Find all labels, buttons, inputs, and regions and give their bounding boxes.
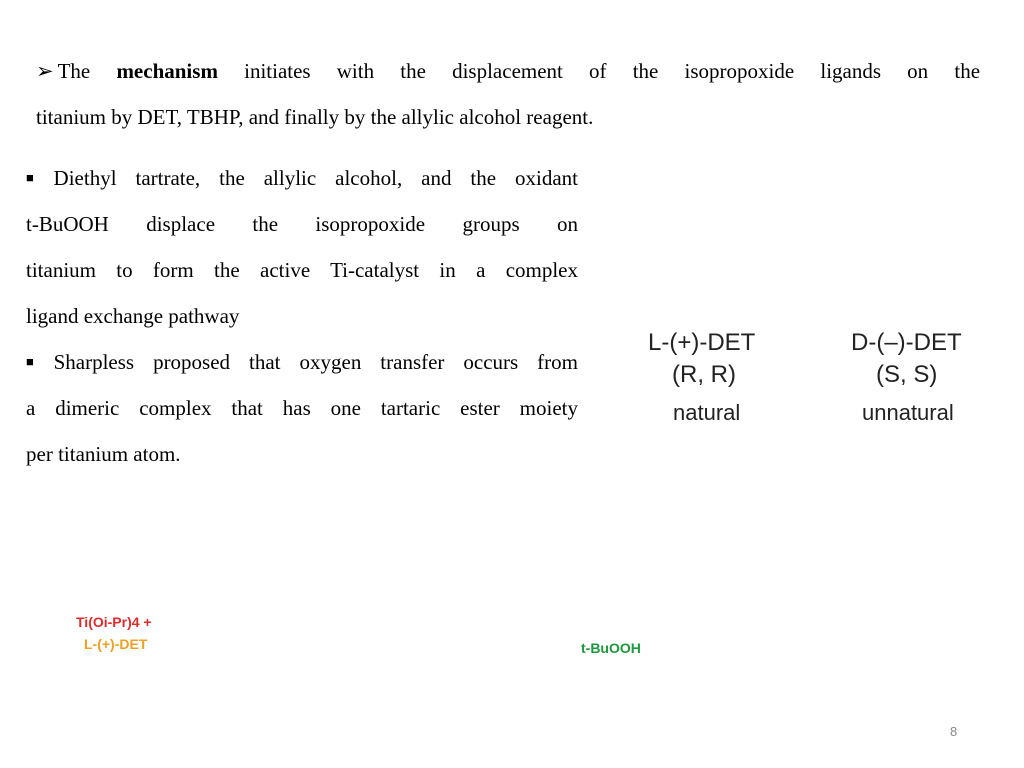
intro-line1-rest: initiates with the displacement of the i… [244,59,981,83]
point-1-line-1-text: Diethyl tartrate, the allylic alcohol, a… [53,166,578,190]
left-tartrate-label: natural [673,400,741,425]
point-1-line-4: ligand exchange pathway [26,304,240,328]
left-tartrate-config: (R, R) [672,361,736,388]
scheme-reagent-line-1: Ti(Oi-Pr)4 + [76,614,152,630]
scheme-reagent-line-2: L-(+)-DET [84,636,148,652]
point-1-line-2: t-BuOOH displace the isopropoxide groups… [26,212,578,236]
square-bullet-icon: ■ [26,354,48,369]
right-tartrate-name: D-(–)-DET [851,329,962,356]
point-2-line-1-text: Sharpless proposed that oxygen transfer … [53,350,579,374]
point-2-line-3: per titanium atom. [26,442,181,466]
intro-line-1: ➢The mechanism initiates with the displa… [36,48,980,94]
point-1-line-3: titanium to form the active Ti-catalyst … [26,258,578,282]
right-tartrate-label: unnatural [862,400,954,425]
point-1-line-1: ■ Diethyl tartrate, the allylic alcohol, … [26,155,578,201]
intro-keyword: mechanism [116,59,218,83]
intro-paragraph: ➢The mechanism initiates with the displa… [36,48,980,140]
intro-word-the: The [57,59,91,83]
point-2-line-1: ■ Sharpless proposed that oxygen transfer… [26,339,578,385]
scheme-arrow-label: t-BuOOH [581,640,641,656]
body-points: ■ Diethyl tartrate, the allylic alcohol, … [26,155,578,477]
intro-line-2: titanium by DET, TBHP, and finally by th… [36,105,594,129]
arrow-bullet-icon: ➢ [36,59,54,83]
left-tartrate-name: L-(+)-DET [648,329,756,356]
point-2-line-2: a dimeric complex that has one tartaric … [26,396,578,420]
page-number: 8 [950,724,958,739]
square-bullet-icon: ■ [26,170,48,185]
right-tartrate-config: (S, S) [876,361,938,388]
